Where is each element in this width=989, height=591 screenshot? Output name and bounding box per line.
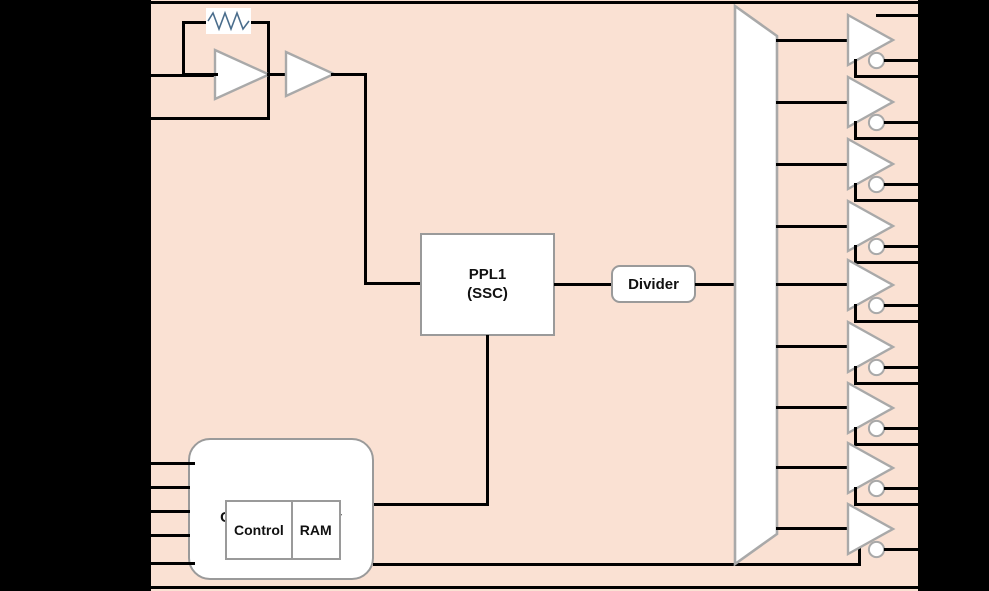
output-buffer-4-inv-return <box>854 261 921 264</box>
output-buffer-8-out-inv <box>884 487 921 490</box>
output-buffer-8[interactable] <box>846 440 896 497</box>
oscillator-inverter <box>213 48 272 101</box>
output-buffer-4-inv-riser <box>854 245 857 264</box>
osc-output-wire <box>331 73 367 76</box>
output-buffer-5[interactable] <box>846 257 896 314</box>
output-buffer-6-out-inv <box>884 366 921 369</box>
osc-amp1-input-wire <box>182 73 218 76</box>
osc-to-pll-wire <box>364 282 421 285</box>
divider-label: Divider <box>628 275 679 293</box>
control-input-pin-5-wire <box>150 562 195 565</box>
control-bus-wire <box>373 563 861 566</box>
fanout-tap-wire-3 <box>776 163 853 166</box>
output-buffer-3-out-inv <box>884 183 921 186</box>
control-input-pin-4-wire <box>150 534 190 537</box>
osc-feedback-right-wire <box>267 21 270 120</box>
fanout-tap-wire-2 <box>776 101 853 104</box>
output-buffer-2-out-inv <box>884 121 921 124</box>
pll-to-divider-wire <box>554 283 612 286</box>
output-buffer-2[interactable] <box>846 74 896 131</box>
fanout-tap-wire-7 <box>776 406 853 409</box>
output-buffer-5-out-inv <box>884 304 921 307</box>
output-buffer-2-inv-riser <box>854 121 857 140</box>
diagram-bottom-border <box>151 586 918 589</box>
osc-feedback-top-left-wire <box>182 21 209 24</box>
output-buffer-6-inv-return <box>854 382 921 385</box>
ram-cell[interactable]: RAM <box>290 502 339 558</box>
fanout-tap-wire-5 <box>776 283 853 286</box>
output-buffer-6-inv-riser <box>854 366 857 385</box>
output-buffer-1-inv-return <box>854 75 921 78</box>
feedback-resistor <box>206 8 251 34</box>
control-input-pin-2-wire <box>150 486 190 489</box>
output-buffer-1-out-inv <box>884 59 921 62</box>
pll-label-line1: PPL1 <box>468 266 507 284</box>
diagram-body: PPL1 (SSC) Divider Control&Memory Contro… <box>150 0 921 591</box>
output-buffer-7-inv-return <box>854 443 921 446</box>
fanout-tap-wire-9 <box>776 527 853 530</box>
output-buffer-9-out-inv <box>884 548 921 551</box>
divider-block[interactable]: Divider <box>611 265 696 303</box>
output-buffer-4-out-inv <box>884 245 921 248</box>
output-buffer-2-inv-return <box>854 137 921 140</box>
fanout-tap-wire-6 <box>776 345 853 348</box>
output-buffer-3[interactable] <box>846 136 896 193</box>
output-buffer-1-out-true <box>876 14 921 17</box>
output-buffer-8-inv-riser <box>854 487 857 506</box>
fanout-tap-wire-8 <box>776 466 853 469</box>
output-buffer-3-inv-return <box>854 199 921 202</box>
fanout-tap-wire-4 <box>776 225 853 228</box>
oscillator-buffer <box>284 50 337 98</box>
control-cell[interactable]: Control <box>234 522 284 538</box>
output-buffer-7-out-inv <box>884 427 921 430</box>
output-buffer-4[interactable] <box>846 198 896 255</box>
output-buffer-1-inv-riser <box>854 59 857 78</box>
output-buffer-6[interactable] <box>846 319 896 376</box>
pll-block[interactable]: PPL1 (SSC) <box>420 233 555 336</box>
output-buffer-3-inv-riser <box>854 183 857 202</box>
output-buffer-7-inv-riser <box>854 427 857 446</box>
control-memory-cells: Control RAM <box>225 500 341 560</box>
output-buffer-5-inv-riser <box>854 304 857 323</box>
output-buffer-5-inv-return <box>854 320 921 323</box>
control-memory-block[interactable]: Control&Memory Control RAM <box>188 438 374 580</box>
output-buffer-9[interactable] <box>846 501 896 558</box>
control-input-pin-1-wire <box>150 462 195 465</box>
control-input-pin-3-wire <box>150 510 190 513</box>
pll-label-line2: (SSC) <box>467 284 508 302</box>
osc-feedback-top-right-wire <box>249 21 270 24</box>
control-to-pll-wire <box>373 503 489 506</box>
control-bus-riser-wire <box>858 540 861 566</box>
output-buffer-7[interactable] <box>846 380 896 437</box>
osc-input-pin-2-wire <box>150 117 268 120</box>
osc-feedback-left-wire <box>182 21 185 77</box>
fanout-mux-block[interactable] <box>731 3 781 567</box>
fanout-tap-wire-1 <box>776 39 853 42</box>
divider-to-fanout-wire <box>695 283 735 286</box>
diagram-top-border <box>151 1 918 4</box>
output-buffer-1[interactable] <box>846 12 896 69</box>
pll-control-down-wire <box>486 335 489 505</box>
osc-output-drop-wire <box>364 73 367 284</box>
osc-amp1-to-amp2-wire <box>267 73 289 76</box>
output-buffer-8-inv-return <box>854 503 921 506</box>
resistor-zigzag-icon <box>207 10 250 32</box>
